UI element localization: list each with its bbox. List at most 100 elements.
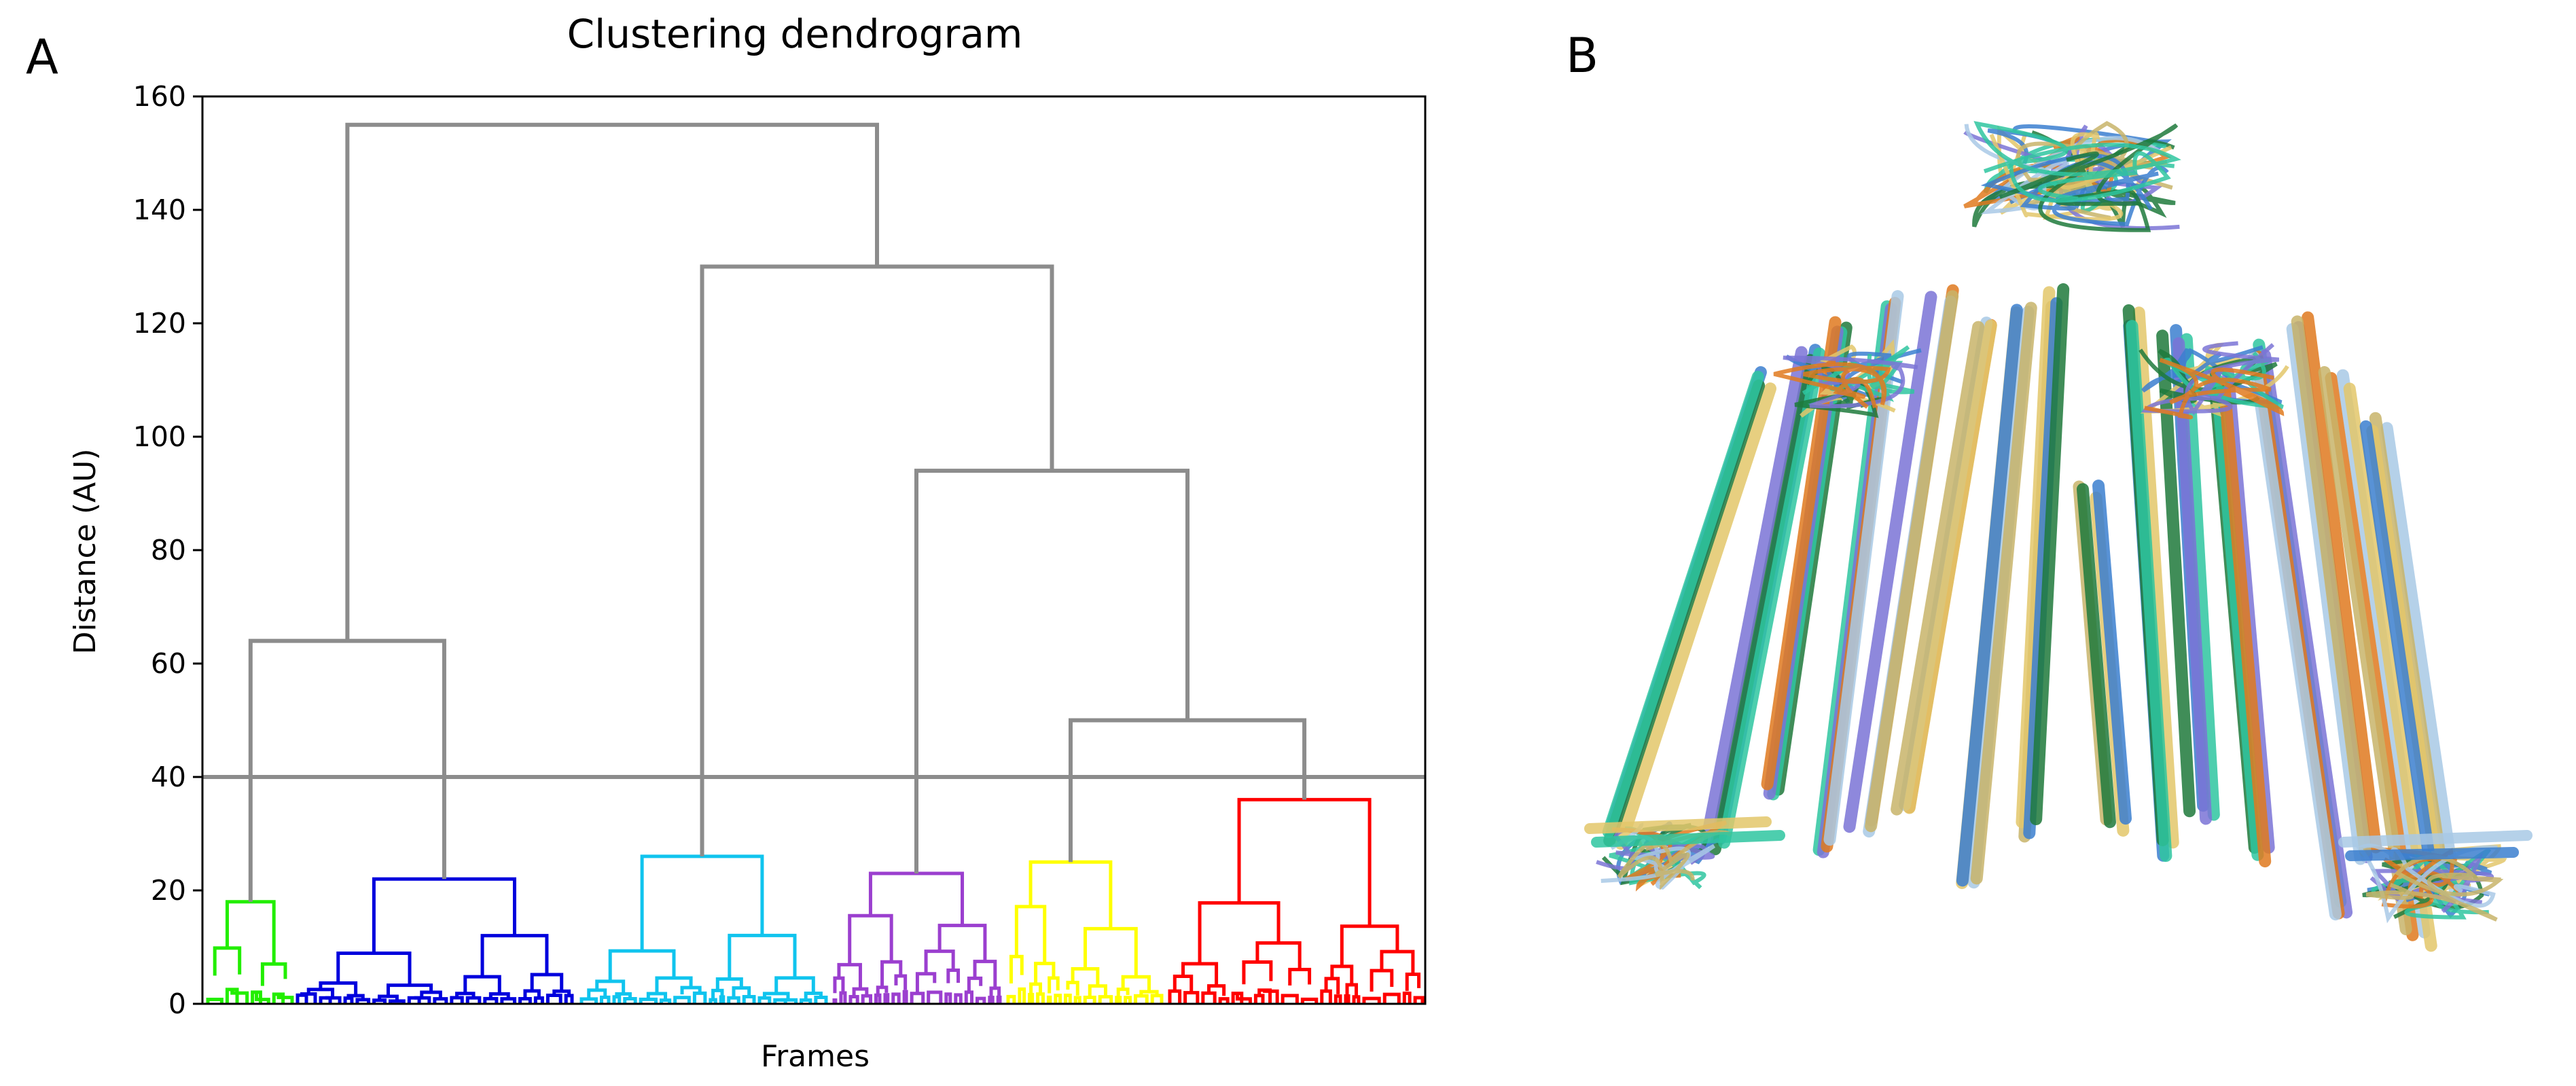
dendrogram-leaf-link [1201,991,1217,1004]
dendrogram-leaf-link [883,993,890,1004]
panel-a-label: A [26,29,58,85]
y-tick-label: 120 [133,307,186,340]
dendrogram-link [1237,797,1372,926]
dendrogram-link [1198,901,1281,964]
dendrogram-leaf-link [1263,989,1279,1004]
dendrogram-leaf-link [1362,996,1381,1004]
dendrogram-link [655,976,693,994]
dendrogram-leaf-link [1253,994,1265,1004]
dendrogram-link [973,960,997,989]
helix-rod [2172,337,2213,825]
dendrogram-link [774,976,815,994]
x-axis-label: Frames [761,1039,870,1074]
dendrogram-root-link [345,122,880,641]
helix-rod [2338,830,2533,848]
helix-rod [1700,346,1808,848]
dendrogram-leaf-link [1168,989,1182,1004]
dendrogram-link [213,946,242,976]
dendrogram-link [1066,981,1079,996]
dendrogram-leaf-link [927,990,943,1004]
y-tick-label: 140 [133,194,186,226]
dendrogram-link [833,976,845,994]
helix-rod [2156,329,2196,818]
dendrogram-leaf-link [832,998,838,1004]
dendrogram-leaf-link [545,993,562,1004]
helix-rod [1970,302,2037,885]
y-tick-label: 0 [168,988,186,1020]
dendrogram-leaf-link [1036,992,1045,1004]
dendrogram-leaf-link [1413,996,1425,1004]
superimposed-structure-image [1584,121,2533,952]
dendrogram-leaf-link [1133,994,1149,1004]
dendrogram-link [336,952,412,985]
dendrogram-leaf-link [1054,994,1062,1004]
dendrogram-leaf-link [874,993,882,1004]
dendrogram-leaf-link [255,992,270,1004]
helix-rod [2126,320,2172,863]
helix-rod [1614,382,1776,850]
dendrogram-leaf-link [1183,991,1200,1004]
dendrogram-leaf-link [1218,997,1230,1004]
dendrogram-leaf-link [891,992,901,1004]
helix-rod [1956,304,2023,887]
dendrogram-leaf-link [910,992,925,1004]
helix-rod [2218,380,2272,868]
dendrogram-leaf-link [1281,994,1299,1004]
loop-trace [1800,339,1896,418]
dendrogram-upper-link [248,638,446,902]
dendrogram-link [372,877,516,954]
dendrogram-link [1028,860,1113,929]
helix-rod [2030,283,2070,826]
dendrogram-link [225,900,276,964]
dendrogram-link [1340,924,1399,966]
y-tick-label: 100 [133,420,186,453]
helix-rod [2247,351,2342,921]
dendrogram-leaf-link [276,994,294,1004]
dendrogram-upper-link [914,469,1190,873]
dendrogram-link [480,934,549,977]
dendrogram-leaf-link [296,993,308,1004]
helix-rod [2291,315,2372,858]
helix-rod [2016,286,2056,829]
helix-rod [1903,319,1997,814]
dendrogram-leaf-link [848,994,859,1004]
dendrogram-link [1242,960,1273,985]
helix-rod [1591,830,1785,848]
loop-trace [2144,358,2285,420]
dendrogram-link [915,972,937,993]
dendrogram-leaf-link [1046,995,1052,1004]
helix-rod [2359,420,2440,894]
dendrogram-leaf-link [1352,995,1361,1004]
dendrogram-link [728,933,797,979]
dendrogram-link [1009,954,1024,983]
dendrogram-link [260,962,287,986]
helix-rod [1718,347,1826,849]
dendrogram-leaf-link [719,995,726,1004]
helix-rod [1709,354,1817,856]
dendrogram-leaf-link [1382,992,1401,1004]
dendrogram-link [1405,973,1421,992]
y-tick-label: 80 [151,534,186,566]
dendrogram-leaf-link [564,994,574,1004]
dendrogram-leaf-link [742,995,756,1004]
dendrogram-leaf-link [692,991,707,1004]
dendrogram-leaf-link [1006,994,1016,1004]
dendrogram-upper-link [1068,718,1307,863]
loop-trace [1999,123,2179,232]
y-axis-label: Distance (AU) [68,448,103,654]
panel-b-label: B [1566,28,1598,84]
dendrogram-leaf-link [673,996,691,1004]
dendrogram-leaf-link [1073,996,1081,1004]
helix-rod [1602,370,1764,838]
dendrogram-link [1330,964,1354,985]
y-tick-label: 20 [151,874,186,907]
y-tick-label: 60 [151,647,186,680]
dendrogram-leaf-link [414,996,431,1004]
dendrogram-leaf-link [902,990,908,1004]
dendrogram-leaf-link [1064,994,1072,1004]
dendrogram-leaf-link [1344,994,1350,1004]
loop-trace [1973,121,2181,203]
dendrogram-link [848,913,893,965]
dendrogram-leaf-link [780,998,798,1004]
